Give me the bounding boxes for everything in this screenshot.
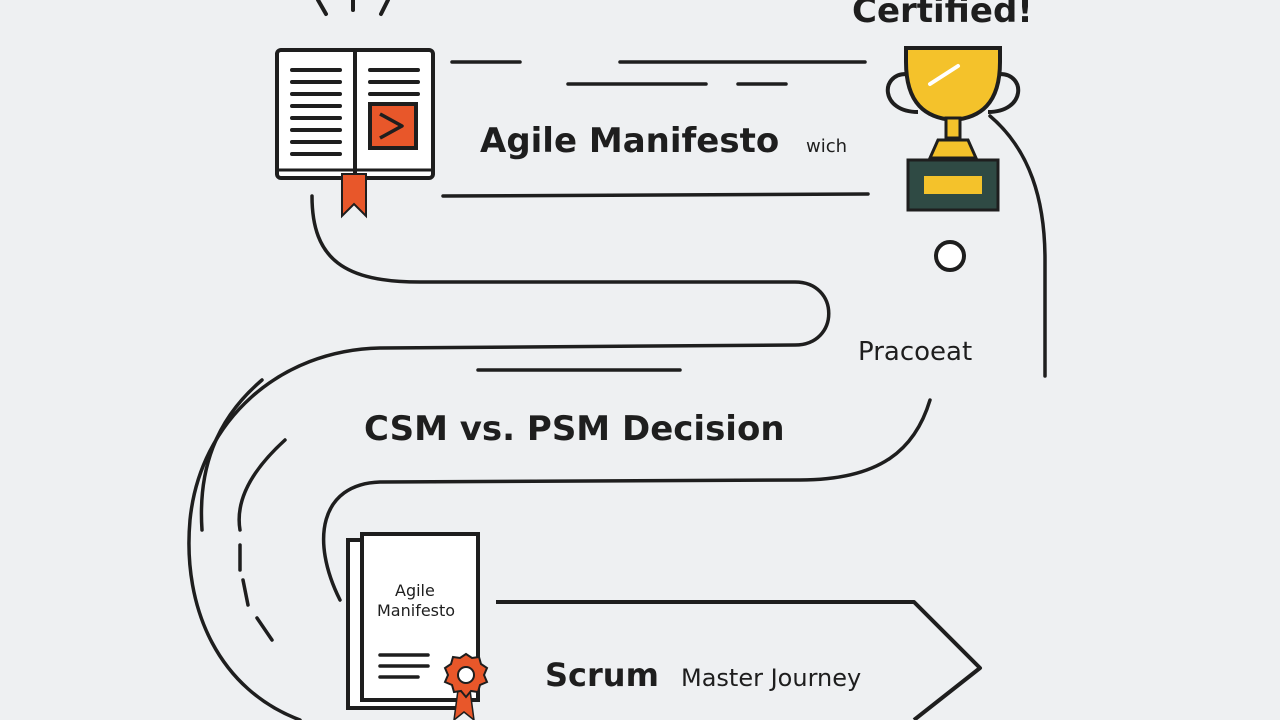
decision-label: CSM vs. PSM Decision <box>364 409 785 449</box>
practical-label: Pracoeat <box>858 337 972 367</box>
journey-arrow-banner <box>496 600 982 720</box>
guidebook-icon <box>346 532 489 720</box>
waypoint-circle-icon <box>934 240 966 272</box>
sparkle-icon <box>316 0 390 16</box>
journey-main: Scrum <box>545 656 659 694</box>
manifesto-suffix: wich <box>806 136 847 157</box>
guidebook-line1: Agile <box>395 581 435 600</box>
bookmark-icon <box>341 173 367 219</box>
guidebook-line2: Manifesto <box>377 601 455 620</box>
certificate-badge-icon <box>443 652 489 720</box>
open-book-icon <box>275 48 435 219</box>
journey-path <box>187 60 1047 720</box>
journey-rest: Master Journey <box>681 664 861 692</box>
manifesto-title: Agile Manifesto <box>480 121 779 161</box>
play-icon <box>368 102 418 150</box>
certified-label: Certified! <box>852 0 1033 31</box>
trophy-icon <box>885 46 1021 212</box>
